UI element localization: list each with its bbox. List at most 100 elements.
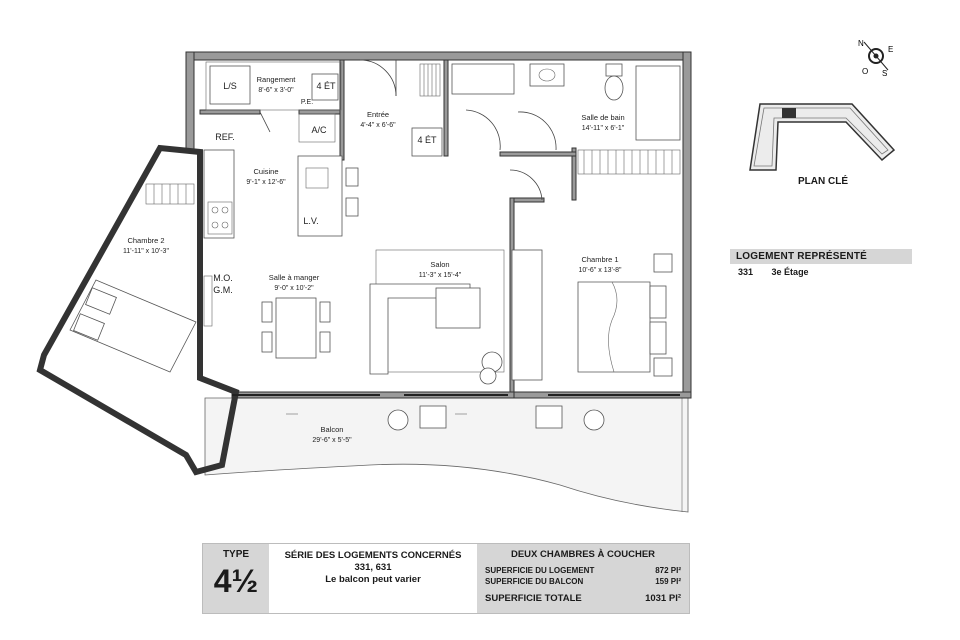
water-heater-entree: [411, 127, 443, 157]
unit-area-row: SUPERFICIE DU LOGEMENT 872 PI²: [485, 565, 681, 576]
sink-basin: [538, 68, 556, 82]
rangement-outline: [205, 61, 342, 111]
room-name-chambre1: Chambre 1: [581, 255, 618, 264]
wall-chambre2: [36, 144, 240, 476]
room-name-rangement: Rangement: [257, 75, 297, 84]
kitchen-island: [297, 155, 343, 237]
room-dims-salle-de-bain: 14'-11" x 6'-1": [582, 125, 625, 132]
closet-chambre2-hatch: [145, 183, 195, 205]
wall-bath-floor: [499, 151, 577, 157]
key-plan-title: PLAN CLÉ: [798, 176, 848, 187]
shower: [451, 63, 515, 95]
balcony-area-value: 159 PI²: [655, 577, 681, 586]
compass-e: E: [888, 45, 893, 54]
burner-2: [221, 206, 229, 214]
dining-chair-3: [319, 301, 331, 323]
room-name-salle-de-bain: Salle de bain: [581, 113, 624, 122]
series-title: SÉRIE DES LOGEMENTS CONCERNÉS: [284, 550, 462, 561]
washer-dryer: [209, 65, 251, 105]
key-plan-unit-marker: [782, 108, 796, 118]
door-swing-chambre1: [509, 169, 543, 201]
tag-lv: L.V.: [303, 216, 318, 226]
tag-et-2: 4 ÉT: [417, 135, 437, 145]
series-units: 331, 631: [354, 562, 392, 573]
wall-right: [682, 51, 692, 393]
room-dims-rangement: 8'-6" x 3'-0": [258, 87, 294, 94]
legend-floor: 3e Étage: [771, 267, 809, 277]
balcony-note: Le balcon peut varier: [325, 574, 421, 585]
bed-chambre1: [577, 281, 651, 373]
door-swing-entry: [359, 59, 397, 97]
balcony-area-label: SUPERFICIE DU BALCON: [485, 577, 584, 586]
total-area-value: 1031 PI²: [645, 593, 681, 604]
unit-area-value: 872 PI²: [655, 566, 681, 575]
dining-chair-4: [319, 331, 331, 353]
pillow-chambre2-2: [73, 313, 105, 341]
room-dims-salle-a-manger: 9'-0" x 10'-2": [274, 285, 314, 292]
tag-mo: M.O.: [213, 273, 233, 283]
total-area-row: SUPERFICIE TOTALE 1031 PI²: [485, 593, 681, 604]
compass-n: N: [858, 39, 864, 48]
bed-cover-fold: [608, 281, 618, 373]
type-label: TYPE: [222, 549, 250, 560]
water-heater-top: [311, 73, 339, 101]
dining-chair-2: [261, 331, 273, 353]
dining-chair-1: [261, 301, 273, 323]
legend-row: 331 3e Étage: [730, 264, 912, 277]
kitchen-sink: [305, 167, 329, 189]
pillow-chambre2-1: [85, 287, 117, 315]
compass-icon: N E S O: [858, 39, 893, 78]
wall-chambre1-top: [513, 197, 545, 203]
stove: [207, 201, 233, 235]
balcony-chair-1: [419, 405, 447, 429]
wardrobe-chambre1: [511, 249, 543, 381]
sink: [529, 63, 565, 87]
room-name-balcon: Balcon: [321, 425, 344, 434]
balcony-chair-2: [535, 405, 563, 429]
nightstand-1: [653, 253, 673, 273]
nightstand-2: [653, 357, 673, 377]
toilet-bowl: [604, 75, 624, 101]
wall-left-upper: [185, 51, 195, 153]
pantry: [203, 275, 213, 327]
room-dims-balcon: 29'-6" x 5'-5": [312, 437, 352, 444]
legend-title: LOGEMENT REPRÉSENTÉ: [730, 249, 912, 264]
room-dims-chambre2: 11'-11" x 10'-3": [123, 248, 169, 255]
burner-1: [211, 206, 219, 214]
room-dims-chambre1: 10'-6" x 13'-8": [578, 267, 622, 274]
bedrooms-title: DEUX CHAMBRES À COUCHER: [510, 549, 656, 560]
tag-gm: G.M.: [213, 285, 233, 295]
unit-info-box: TYPE 4½ SÉRIE DES LOGEMENTS CONCERNÉS 33…: [202, 543, 690, 614]
burner-4: [221, 221, 229, 229]
pillow-2: [649, 321, 667, 355]
room-name-salon: Salon: [430, 260, 449, 269]
series-panel: SÉRIE DES LOGEMENTS CONCERNÉS 331, 631 L…: [269, 544, 477, 613]
legend-unit: 331: [738, 267, 754, 277]
toilet-tank: [605, 63, 623, 77]
wall-top: [185, 51, 692, 61]
unit-area-label: SUPERFICIE DU LOGEMENT: [485, 566, 595, 575]
tag-pe: P.E.: [301, 99, 313, 106]
door-swing-bath-inner: [517, 111, 557, 151]
door-rangement: [259, 111, 271, 133]
room-dims-entree: 4'-4" x 6'-6": [360, 122, 396, 129]
door-swing-bath: [465, 109, 501, 151]
room-name-entree: Entrée: [367, 110, 389, 119]
stool-1: [345, 167, 359, 187]
area-panel: DEUX CHAMBRES À COUCHER SUPERFICIE DU LO…: [477, 544, 689, 613]
wall-bath-bottom: [571, 147, 577, 201]
coffee-table: [435, 287, 481, 329]
wall-ac-top: [298, 109, 345, 115]
wall-kitchen-top: [199, 109, 261, 115]
kitchen-counter: [203, 149, 235, 239]
wall-entree-right: [443, 59, 449, 157]
stool-2: [345, 197, 359, 217]
room-dims-cuisine: 9'-1" x 12'-6": [246, 179, 286, 186]
type-value: 4½: [213, 563, 259, 599]
dining-table: [275, 297, 317, 359]
plant-2: [479, 367, 497, 385]
total-area-label: SUPERFICIE TOTALE: [485, 593, 582, 604]
tag-ac: A/C: [311, 125, 327, 135]
ac-closet: [298, 113, 336, 143]
